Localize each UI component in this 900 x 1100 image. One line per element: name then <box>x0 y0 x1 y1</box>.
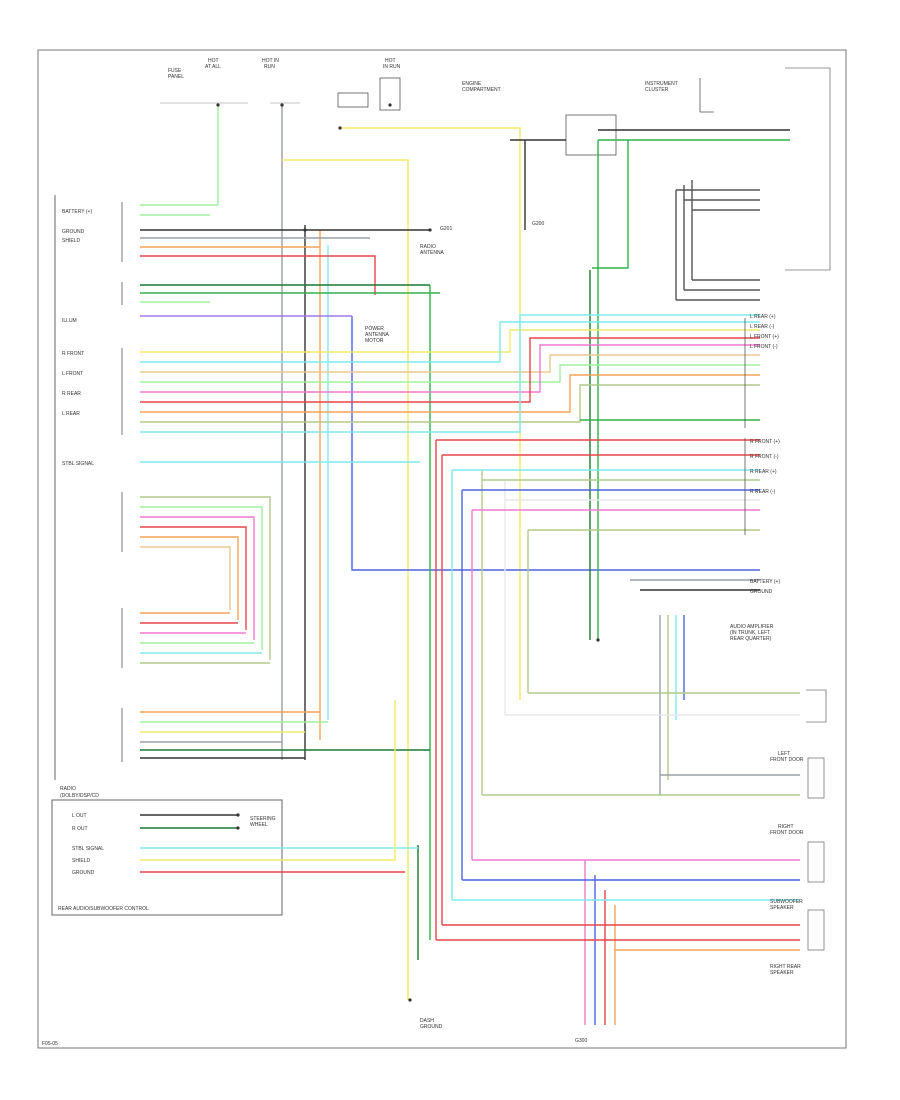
hot-run-2: RUN <box>264 64 275 70</box>
right-pin-2: L REAR (-) <box>750 324 775 330</box>
right-pin-8: R REAR (-) <box>750 489 776 495</box>
right-pin-9: BATTERY (+) <box>750 579 780 585</box>
antenna-module-2: ANTENNA <box>420 250 445 256</box>
right-rear-speaker-2: SPEAKER <box>770 970 794 976</box>
instr-cluster-2: CLUSTER <box>645 87 669 93</box>
right-pin-7: R REAR (+) <box>750 469 777 475</box>
fuse-panel-top <box>160 67 831 271</box>
subwoofer-2: SPEAKER <box>770 905 794 911</box>
radio-name: RADIO <box>60 786 76 792</box>
bottom-pin-2: R OUT <box>72 826 88 832</box>
radio-pin-8: L REAR <box>62 411 80 417</box>
radio-pin-7: R REAR <box>62 391 81 397</box>
right-front-speaker-2: FRONT DOOR <box>770 830 804 836</box>
subwoofer: SUBWOOFER <box>770 899 803 905</box>
dash-ground: DASH <box>420 1018 434 1024</box>
right-pin-3: L FRONT (+) <box>750 334 779 340</box>
right-pin-5: R FRONT (+) <box>750 439 780 445</box>
amp-box: AUDIO AMPLIFIER <box>730 624 774 630</box>
steering-controls-2: WHEEL <box>250 822 268 828</box>
bottom-pin-5: GROUND <box>72 870 95 876</box>
terminal-dots <box>216 103 600 1002</box>
radio-pin-4: ILLUM <box>62 318 77 324</box>
hot-start: HOT <box>385 58 396 64</box>
connector-ticks <box>121 202 746 762</box>
steering-controls: STEERING <box>250 816 276 822</box>
ground-g300: G300 <box>575 1038 587 1044</box>
labels: F05-05 RADIO (DOLBY/DSP/CD REAR AUDIO/SU… <box>42 58 804 1047</box>
right-rear-speaker: RIGHT REAR <box>770 964 801 970</box>
right-pin-10: GROUND <box>750 589 773 595</box>
bottom-pin-4: SHIELD <box>72 858 90 864</box>
figure-code: F05-05 <box>42 1041 58 1047</box>
right-front-speaker: RIGHT <box>778 824 794 830</box>
radio-pin-6: L FRONT <box>62 371 83 377</box>
fuse-label: FUSE <box>168 68 182 74</box>
instr-cluster: INSTRUMENT <box>645 81 678 87</box>
ground-g200: G200 <box>532 221 544 227</box>
radio-pin-2: GROUND <box>62 229 85 235</box>
power-antenna-3: MOTOR <box>365 338 384 344</box>
hot-all-times-2: AT ALL <box>205 64 221 70</box>
power-antenna-2: ANTENNA <box>365 332 390 338</box>
left-front-speaker: LEFT <box>778 751 790 757</box>
radio-pin-5: R FRONT <box>62 351 84 357</box>
engine-box: ENGINE <box>462 81 482 87</box>
radio-pin-3: SHIELD <box>62 238 80 244</box>
radio-pin-1: BATTERY (+) <box>62 209 92 215</box>
engine-box-2: COMPARTMENT <box>462 87 501 93</box>
antenna-module: RADIO <box>420 244 436 250</box>
left-front-speaker-2: FRONT DOOR <box>770 757 804 763</box>
amp-box-3: REAR QUARTER) <box>730 636 772 642</box>
vertical-wires <box>217 105 760 1025</box>
right-pin-1: L REAR (+) <box>750 314 776 320</box>
amp-box-2: (IN TRUNK, LEFT <box>730 630 770 636</box>
bottom-module-box <box>51 799 283 916</box>
dash-ground-2: GROUND <box>420 1024 443 1030</box>
hot-run: HOT IN <box>262 58 279 64</box>
power-antenna: POWER <box>365 326 384 332</box>
radio-pin-9: STBL SIGNAL <box>62 461 94 467</box>
right-pin-6: R FRONT (-) <box>750 454 779 460</box>
fuse-label-2: PANEL <box>168 74 184 80</box>
bottom-pin-1: L OUT <box>72 813 87 819</box>
horizontal-wires <box>140 129 800 951</box>
ground-g201: G201 <box>440 226 452 232</box>
right-pin-4: L FRONT (-) <box>750 344 778 350</box>
bottom-pin-3: STBL SIGNAL <box>72 846 104 852</box>
radio-name-2: (DOLBY/DSP/CD <box>60 793 99 799</box>
bottom-module-name: REAR AUDIO/SUBWOOFER CONTROL <box>58 906 149 912</box>
hot-start-2: IN RUN <box>383 64 401 70</box>
hot-all-times: HOT <box>208 58 219 64</box>
